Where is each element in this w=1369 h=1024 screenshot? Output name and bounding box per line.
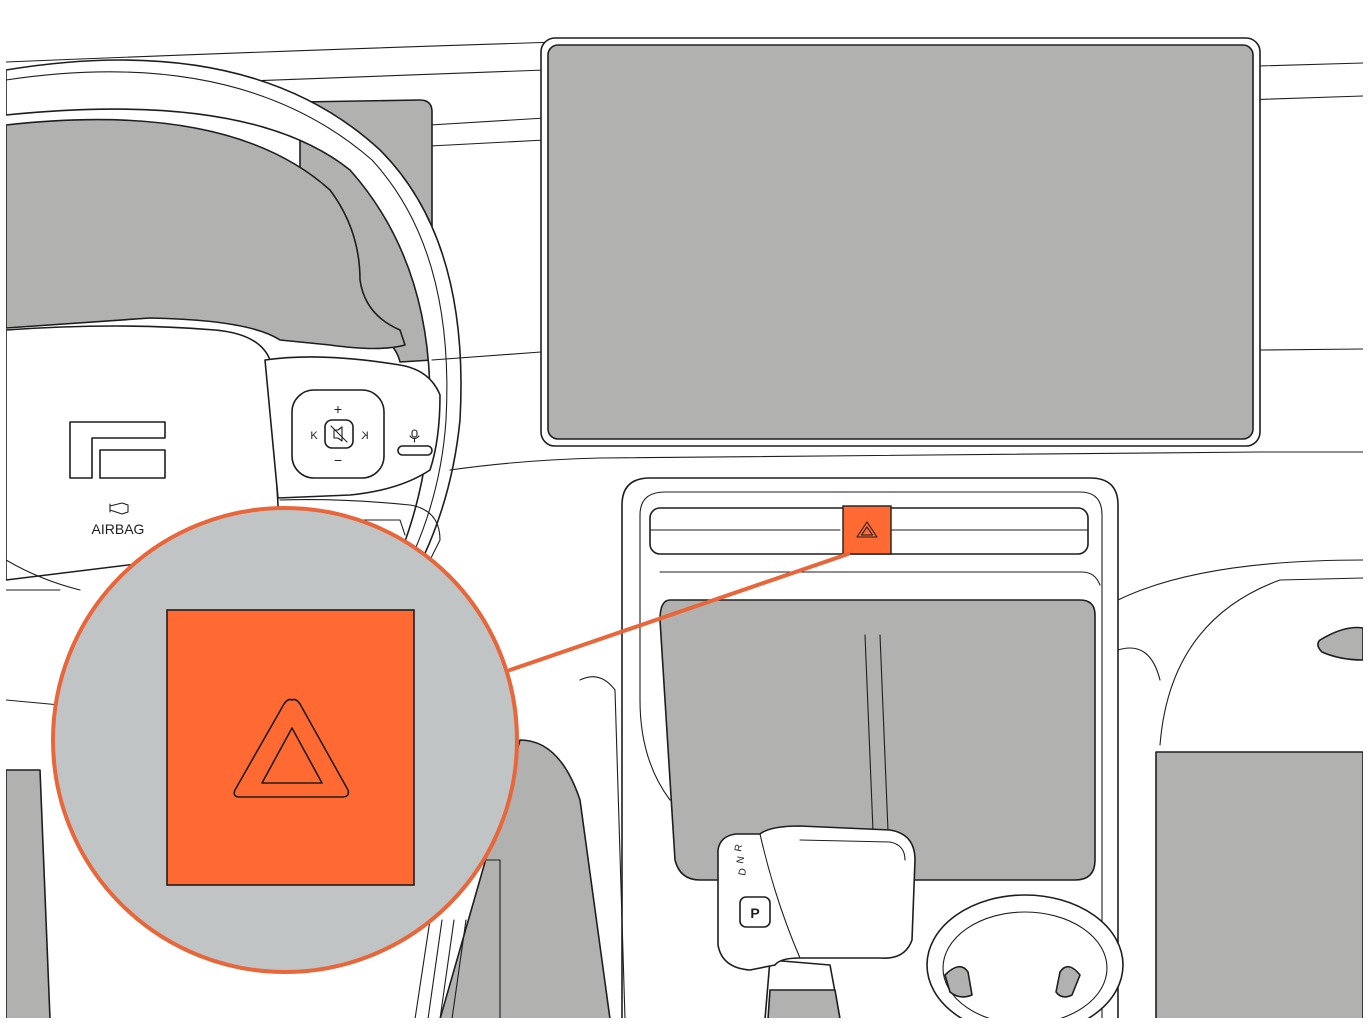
infotainment-screen [541,38,1260,446]
park-label: P [750,905,759,921]
volume-down-label[interactable]: − [334,452,342,468]
center-console: R N D P [622,478,1123,1019]
steering-wheel-control-pad[interactable]: + − K K [292,390,384,478]
airbag-label: AIRBAG [92,521,145,537]
park-button[interactable]: P [740,897,770,927]
hazard-button[interactable] [843,506,891,554]
previous-track-label[interactable]: K [310,430,318,442]
hazard-callout [53,508,517,972]
next-track-label[interactable]: K [361,430,369,442]
volume-up-label[interactable]: + [334,401,342,417]
hazard-button-enlarged[interactable] [167,610,414,885]
